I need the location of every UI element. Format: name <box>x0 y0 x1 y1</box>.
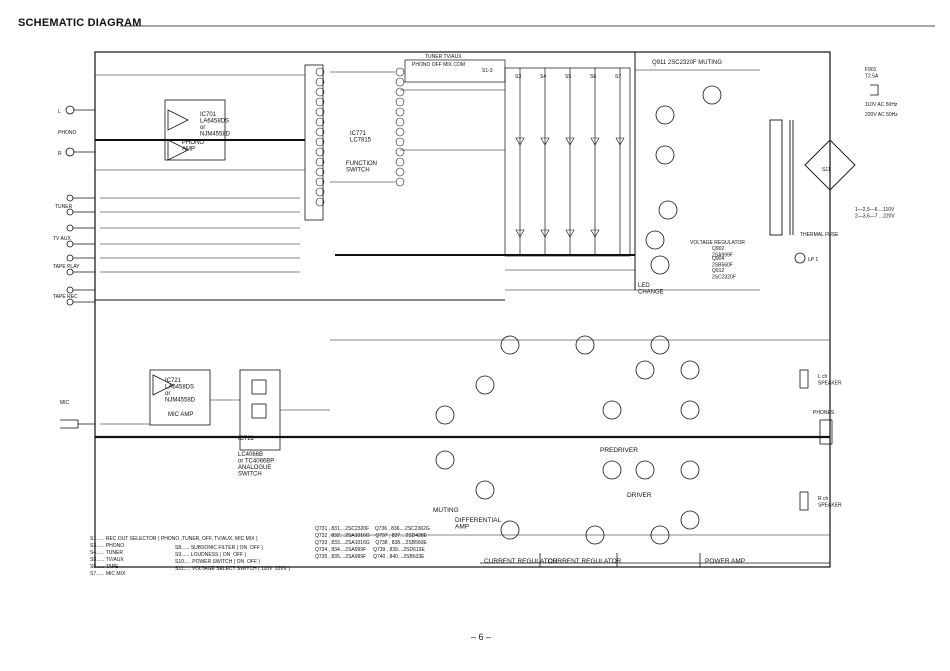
mic-label: MIC <box>60 400 70 406</box>
tape-rec-label: TAPE REC <box>53 294 78 300</box>
ic771-pins <box>315 67 405 207</box>
ac-plug-icon <box>870 84 879 96</box>
ic722-label: IC722 <box>238 436 255 442</box>
led-switch-grid <box>504 67 631 257</box>
page-title: SCHEMATIC DIAGRAM <box>18 17 142 29</box>
led-diodes <box>515 137 625 238</box>
voltage-regulator-label: VOLTAGE REGULATOR <box>690 240 745 246</box>
ic771-block <box>304 64 324 221</box>
output-jacks <box>799 369 833 511</box>
tuner-label: TUNER <box>55 204 73 210</box>
muting-label: MUTING <box>433 507 459 514</box>
bottom-section-boxes <box>480 553 830 567</box>
input-jacks <box>60 105 95 429</box>
mic-amp-label: MIC AMP <box>168 412 193 418</box>
switch-legend-mid: S8...... SUBSONIC FILTER ( ON OFF ) S9..… <box>175 545 290 572</box>
ac-110-label: 110V AC 50Hz <box>865 102 898 108</box>
page-number: – 6 – <box>471 632 492 642</box>
phono-l-label: L <box>58 109 61 115</box>
phono-r-label: R <box>58 151 62 157</box>
tv-aux-label: TV AUX <box>53 236 71 242</box>
board-outline <box>94 51 831 568</box>
predriver-label: PREDRIVER <box>600 447 638 454</box>
input-labels: L PHONO R TUNER TV AUX TAPE PLAY TAPE RE… <box>53 109 80 406</box>
switch-legend-left: S1...... REC OUT SELECTOR ( PHONO ,TUNER… <box>90 536 258 577</box>
power-transformer <box>769 119 856 236</box>
s11-label: S11 <box>822 167 831 173</box>
switch-s6-label: S6 <box>590 74 596 80</box>
top-switch-label: TUNER TV/AUX <box>425 54 462 60</box>
top-switch-sub: PHONO OFF MIX COM <box>412 62 465 68</box>
current-regulator-1-label: CURRENT REGULATOR <box>484 558 558 565</box>
phones-label: PHONES <box>813 410 835 416</box>
amp-transistors <box>435 335 700 545</box>
lp1-label: LP 1 <box>808 257 818 263</box>
switch-labels: S3 S4 S5 S6 S7 <box>515 74 621 80</box>
ac-220-label: 220V AC 50Hz <box>865 112 898 118</box>
driver-label: DRIVER <box>627 492 652 499</box>
switch-s5-label: S5 <box>565 74 571 80</box>
transistor-legend: Q731 , 831....2SC2320F Q736 , 836....2SC… <box>315 526 430 560</box>
top-switch-name: S1-3 <box>482 68 493 74</box>
tape-play-label: TAPE PLAY <box>53 264 80 270</box>
thermal-fuse-label: THERMAL FUSE <box>800 232 839 238</box>
power-transistors <box>645 85 722 275</box>
q911-label: Q911 2SC2320F MUTING <box>652 60 722 66</box>
lp1-lamp-icon <box>794 252 806 264</box>
ic701-block <box>164 99 226 161</box>
switch-s4-label: S4 <box>540 74 546 80</box>
phono-label: PHONO <box>58 130 76 136</box>
ic721-block <box>149 369 211 426</box>
switch-s3-label: S3 <box>515 74 521 80</box>
wiring <box>95 69 830 536</box>
current-regulator-2-label: CURRENT REGULATOR <box>548 558 622 565</box>
switch-s7-label: S7 <box>615 74 621 80</box>
power-amp-label: POWER AMP <box>705 558 745 565</box>
